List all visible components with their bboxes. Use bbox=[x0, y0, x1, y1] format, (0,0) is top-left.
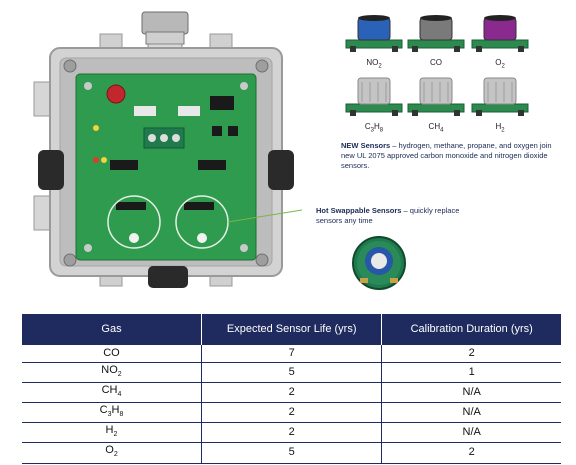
gas-cell: CH4 bbox=[22, 381, 202, 403]
column-header-calibration: Calibration Duration (yrs) bbox=[381, 314, 561, 345]
calibration-cell: 2 bbox=[381, 344, 561, 363]
sensor-label: C3H8 bbox=[364, 122, 384, 134]
gas-cell: NO2 bbox=[22, 361, 202, 383]
hot-swap-title: Hot Swappable Sensors bbox=[316, 206, 402, 215]
column-header-gas: Gas bbox=[22, 314, 202, 345]
calibration-cell: N/A bbox=[381, 381, 561, 403]
calibration-cell: 2 bbox=[381, 442, 561, 464]
sensor-image bbox=[345, 15, 403, 52]
new-sensors-text: – hydrogen, methane, propane, and oxygen… bbox=[341, 141, 552, 170]
column-header-life: Expected Sensor Life (yrs) bbox=[201, 314, 383, 345]
sensor-label: O2 bbox=[495, 58, 505, 70]
gas-cell: CO bbox=[22, 344, 202, 363]
hot-swap-text: – quickly replace sensors any time bbox=[316, 206, 460, 225]
sensor-item: CO bbox=[404, 10, 468, 70]
sensor-item: CH4 bbox=[404, 74, 468, 134]
sensor-label: CO bbox=[430, 58, 442, 67]
sensor-label: H2 bbox=[495, 122, 505, 134]
sensor-item: H2 bbox=[468, 74, 532, 134]
gas-cell: O2 bbox=[22, 442, 202, 464]
sensor-item: C3H8 bbox=[342, 74, 406, 134]
new-sensors-caption: NEW Sensors – hydrogen, methane, propane… bbox=[341, 141, 556, 171]
hot-swap-sensor-image bbox=[352, 236, 406, 290]
calibration-cell: N/A bbox=[381, 401, 561, 424]
sensor-image bbox=[471, 15, 529, 52]
sensor-item: O2 bbox=[468, 10, 532, 70]
life-cell: 7 bbox=[200, 344, 383, 363]
calibration-cell: N/A bbox=[381, 422, 561, 444]
gas-cell: C3H8 bbox=[22, 401, 202, 424]
sensor-label: CH4 bbox=[428, 122, 444, 134]
hot-swap-caption: Hot Swappable Sensors – quickly replace … bbox=[316, 206, 466, 225]
life-cell: 5 bbox=[200, 361, 383, 383]
gas-cell: H2 bbox=[22, 422, 202, 444]
sensor-image bbox=[407, 77, 465, 116]
new-sensors-title: NEW Sensors bbox=[341, 141, 391, 150]
sensor-label: NO2 bbox=[366, 58, 382, 70]
table-header-row: Gas Expected Sensor Life (yrs) Calibrati… bbox=[22, 314, 561, 345]
life-cell: 2 bbox=[200, 381, 383, 403]
life-cell: 2 bbox=[200, 401, 383, 424]
sensor-image bbox=[407, 15, 465, 52]
sensor-item: NO2 bbox=[342, 10, 406, 70]
sensor-image bbox=[471, 77, 529, 116]
sensor-image bbox=[345, 77, 403, 116]
calibration-cell: 1 bbox=[381, 361, 561, 383]
life-cell: 5 bbox=[200, 442, 383, 464]
life-cell: 2 bbox=[200, 422, 383, 444]
gas-detector-device-image bbox=[33, 11, 302, 288]
sensor-life-table: Gas Expected Sensor Life (yrs) Calibrati… bbox=[22, 314, 561, 464]
